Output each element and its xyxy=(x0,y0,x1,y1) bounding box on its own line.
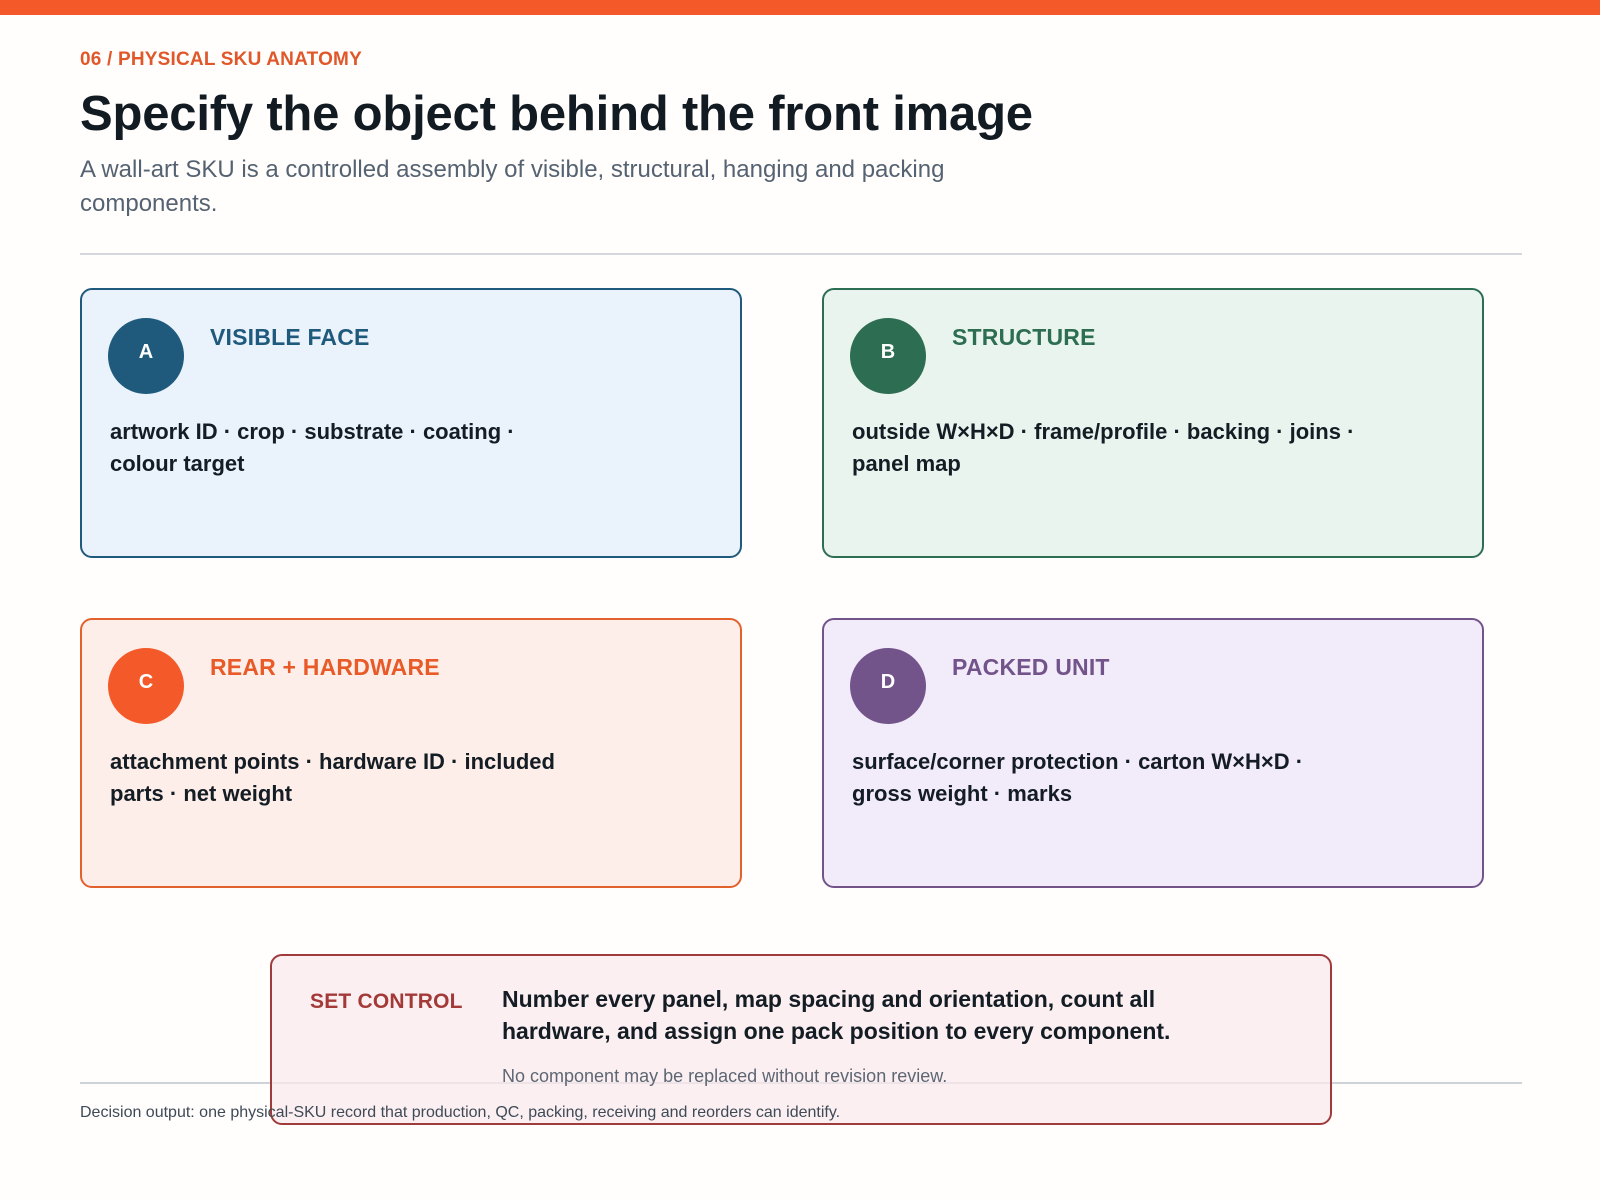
card-body-packed-unit: surface/corner protection · carton W×H×D… xyxy=(852,749,1304,806)
top-divider xyxy=(80,253,1522,255)
card-title-structure: STRUCTURE xyxy=(952,324,1096,350)
card-visible-face: A VISIBLE FACE artwork ID · crop · subst… xyxy=(80,288,742,558)
card-body-visible-face: artwork ID · crop · substrate · coating … xyxy=(110,419,515,476)
card-badge-b: B xyxy=(850,318,926,394)
page-subtitle: A wall-art SKU is a controlled assembly … xyxy=(80,156,945,217)
set-control-text: Number every panel, map spacing and orie… xyxy=(502,986,1171,1044)
card-title-packed-unit: PACKED UNIT xyxy=(952,654,1110,680)
card-badge-c: C xyxy=(108,648,184,724)
card-body-structure: outside W×H×D · frame/profile · backing … xyxy=(852,419,1355,476)
set-control-label: SET CONTROL xyxy=(310,990,463,1013)
section-eyebrow: 06 / PHYSICAL SKU ANATOMY xyxy=(80,49,362,70)
card-title-rear-hardware: REAR + HARDWARE xyxy=(210,654,440,680)
set-control-callout: SET CONTROL Number every panel, map spac… xyxy=(270,954,1332,1125)
footer-note: Decision output: one physical-SKU record… xyxy=(80,1104,841,1121)
top-accent-bar xyxy=(0,0,1600,15)
card-badge-d: D xyxy=(850,648,926,724)
card-body-rear-hardware: attachment points · hardware ID · includ… xyxy=(110,749,555,806)
page-title: Specify the object behind the front imag… xyxy=(80,87,1033,141)
card-rear-hardware: C REAR + HARDWARE attachment points · ha… xyxy=(80,618,742,888)
card-packed-unit: D PACKED UNIT surface/corner protection … xyxy=(822,618,1484,888)
card-badge-a: A xyxy=(108,318,184,394)
card-title-visible-face: VISIBLE FACE xyxy=(210,324,370,350)
card-structure: B STRUCTURE outside W×H×D · frame/profil… xyxy=(822,288,1484,558)
set-control-note: No component may be replaced without rev… xyxy=(502,1066,948,1086)
